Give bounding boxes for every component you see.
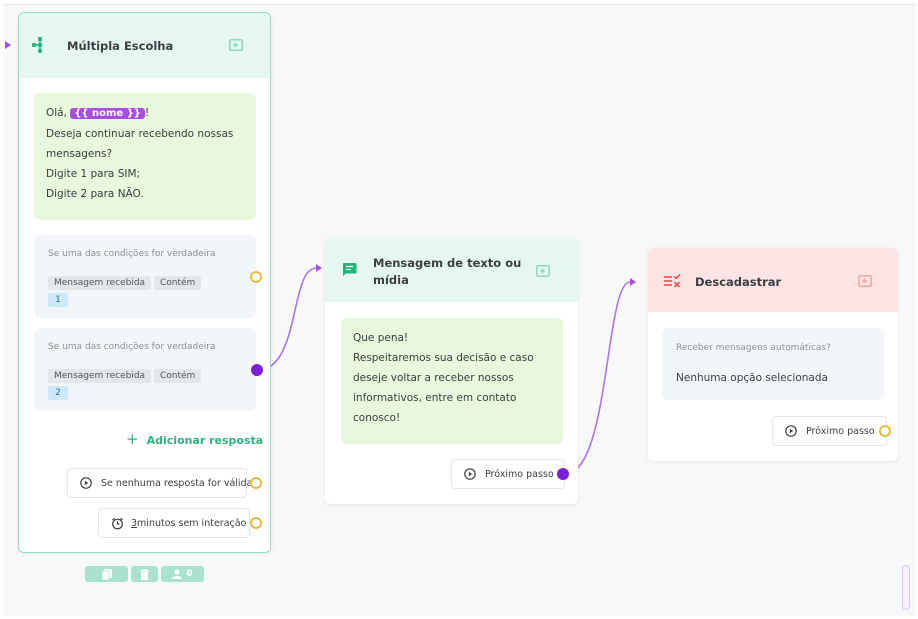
card-title-line: mídia xyxy=(373,273,409,287)
timeout-button[interactable]: 3 minutos sem interação xyxy=(98,508,250,538)
unsubscribe-card[interactable]: Descadastrar Receber mensagens automátic… xyxy=(648,248,898,461)
unsubscribe-list-icon xyxy=(664,274,681,288)
play-circle-icon xyxy=(785,425,797,437)
message-bubble[interactable]: Que pena! Respeitaremos sua decisão e ca… xyxy=(341,318,563,444)
greeting-suffix: ! xyxy=(144,107,150,119)
next-step-port[interactable] xyxy=(879,425,891,437)
condition-value-tag: 2 xyxy=(48,386,68,400)
next-step-port[interactable] xyxy=(557,468,569,480)
user-icon xyxy=(172,569,183,579)
next-step-button[interactable]: Próximo passo xyxy=(772,416,887,446)
condition-block-2[interactable]: Se uma das condições for verdadeira Mens… xyxy=(34,328,256,411)
copy-icon xyxy=(101,568,112,580)
add-response-button[interactable]: + Adicionar resposta xyxy=(126,430,263,448)
plus-icon: + xyxy=(126,430,139,448)
message-line: Digite 2 para NÃO. xyxy=(46,188,144,200)
canvas-scroll-handle[interactable] xyxy=(902,565,910,610)
contacts-count: 0 xyxy=(186,569,193,579)
delete-button[interactable] xyxy=(131,566,158,582)
play-circle-icon xyxy=(464,468,476,480)
variable-tag[interactable]: {{ nome }} xyxy=(70,108,145,119)
alarm-clock-icon xyxy=(111,517,124,530)
add-note-icon[interactable] xyxy=(229,39,243,51)
add-response-label: Adicionar resposta xyxy=(146,434,264,447)
play-circle-icon xyxy=(80,477,92,489)
no-valid-response-button[interactable]: Se nenhuma resposta for válida xyxy=(67,468,252,498)
condition-operator-tag: Contém xyxy=(154,369,202,383)
no-valid-response-label: Se nenhuma resposta for válida xyxy=(101,477,253,489)
message-line: Respeitaremos sua decisão e caso xyxy=(353,352,534,364)
card-header[interactable]: Descadastrar xyxy=(648,248,898,312)
condition-title: Se uma das condições for verdadeira xyxy=(48,249,216,259)
greeting-text: Olá, xyxy=(46,107,71,119)
message-line: Deseja continuar recebendo nossas xyxy=(46,128,234,140)
card-header[interactable]: Múltipla Escolha xyxy=(19,13,270,78)
condition-1-output-port[interactable] xyxy=(250,271,262,283)
unsubscribe-option-box[interactable]: Receber mensagens automáticas? Nenhuma o… xyxy=(662,328,884,400)
condition-2-output-port[interactable] xyxy=(251,364,263,376)
message-line: mensagens? xyxy=(46,148,113,160)
greeting-line: Olá, {{ nome }}! xyxy=(46,103,244,124)
condition-value-tag: 1 xyxy=(48,293,68,307)
message-bubble[interactable]: Olá, {{ nome }}! Deseja continuar recebe… xyxy=(34,93,256,220)
condition-title: Se uma das condições for verdadeira xyxy=(48,342,216,352)
next-step-button[interactable]: Próximo passo xyxy=(451,459,565,489)
add-note-icon[interactable] xyxy=(536,265,550,277)
condition-field-tag: Mensagem recebida xyxy=(48,369,152,383)
condition-operator-tag: Contém xyxy=(154,276,202,290)
trash-icon xyxy=(140,568,149,580)
condition-block-1[interactable]: Se uma das condições for verdadeira Mens… xyxy=(34,235,256,318)
card-title: Descadastrar xyxy=(695,275,782,289)
card-header[interactable]: Mensagem de texto ou mídia xyxy=(325,238,578,302)
text-message-card[interactable]: Mensagem de texto ou mídia Que pena! Res… xyxy=(325,238,578,504)
no-valid-response-port[interactable] xyxy=(250,477,262,489)
option-question: Receber mensagens automáticas? xyxy=(676,343,831,353)
condition-field-tag: Mensagem recebida xyxy=(48,276,152,290)
card-title: Múltipla Escolha xyxy=(67,39,174,53)
next-step-label: Próximo passo xyxy=(806,425,875,437)
timeout-port[interactable] xyxy=(250,517,262,529)
next-step-label: Próximo passo xyxy=(485,468,554,480)
multiple-choice-card[interactable]: Múltipla Escolha Olá, {{ nome }}! Deseja… xyxy=(18,12,271,553)
message-line: informativos, entre em contato xyxy=(353,392,517,404)
message-line: conosco! xyxy=(353,412,401,424)
message-line: Que pena! xyxy=(353,332,409,344)
message-line: Digite 1 para SIM; xyxy=(46,168,141,180)
message-line: deseje voltar a receber nossos xyxy=(353,372,514,384)
option-answer: Nenhuma opção selecionada xyxy=(676,372,828,384)
add-note-icon[interactable] xyxy=(858,275,872,287)
flow-branch-icon xyxy=(32,37,48,53)
copy-button[interactable] xyxy=(85,566,128,582)
timeout-label: minutos sem interação xyxy=(137,517,247,529)
chat-message-icon xyxy=(342,262,357,277)
contacts-button[interactable]: 0 xyxy=(161,566,204,582)
timeout-minutes: 3 xyxy=(131,517,138,529)
card-title-line: Mensagem de texto ou xyxy=(373,256,522,270)
